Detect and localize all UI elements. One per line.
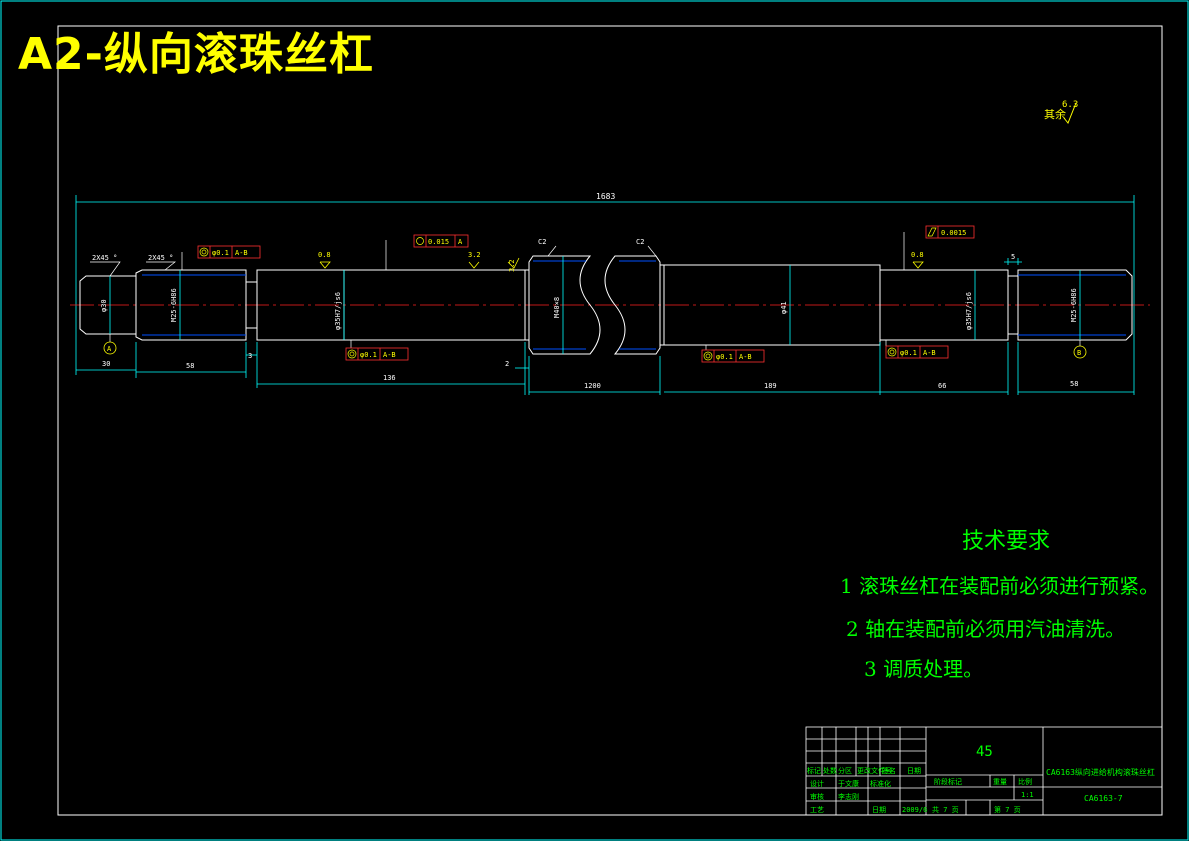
tb-sheet-no: 第 7 页 xyxy=(994,805,1021,814)
tb-row-count: 处数 xyxy=(823,766,837,775)
len-bearing-right-label: 66 xyxy=(938,382,946,390)
overall-length-dim xyxy=(75,195,1135,395)
length-dim-lines xyxy=(76,258,1134,395)
datum-symbols: A B xyxy=(103,334,1087,359)
gap-bearing-label: 2 xyxy=(505,360,509,368)
svg-text:6.3: 6.3 xyxy=(1062,100,1078,110)
tol-coax-mid-ref: A-B xyxy=(383,351,396,359)
tb-drawing-number: CA6163-7 xyxy=(1084,794,1123,803)
shaft-left-thread xyxy=(135,269,247,341)
tb-designer-label: 设计 xyxy=(810,779,824,788)
tb-material: 45 xyxy=(976,744,993,760)
tol-coax-mid-value: φ0.1 xyxy=(360,351,377,359)
datum-a-label: A xyxy=(107,345,112,353)
chamfer-left2-label: 2X45 ° xyxy=(148,254,173,262)
tol-coax-right-ref: A-B xyxy=(923,349,936,357)
rough-08-b-label: 0.8 xyxy=(911,251,924,259)
screw-section-left xyxy=(528,255,601,355)
tol-coax-right-value: φ0.1 xyxy=(900,349,917,357)
gap-right-label: 5 xyxy=(1011,253,1015,261)
tb-weight-label: 重量 xyxy=(993,778,1007,786)
tol-round-ref: A xyxy=(458,238,463,246)
chamfer-c2-right-label: C2 xyxy=(636,238,644,246)
len-bearing-label: 136 xyxy=(383,374,396,382)
leader-lines xyxy=(90,232,905,350)
general-roughness-symbol: 其余 6.3 xyxy=(1044,100,1078,124)
tb-scale-value: 1:1 xyxy=(1021,791,1034,799)
tb-year: 2009/6 xyxy=(902,806,927,814)
datum-b-label: B xyxy=(1077,349,1081,357)
overall-length-label: 1683 xyxy=(596,192,615,201)
tb-designer-name: 于文康 xyxy=(838,779,859,788)
tb-row-change: 更改文件号 xyxy=(857,766,892,775)
tol-coax-collar-ref: A-B xyxy=(739,353,752,361)
tech-requirement-2: 2 轴在装配前必须用汽油清洗。 xyxy=(846,617,1126,641)
gap-left-label: 3 xyxy=(248,352,252,360)
tb-stage-label: 阶段标记 xyxy=(934,777,962,786)
tb-row-sign: 签名 xyxy=(882,766,896,775)
title-block xyxy=(805,726,1163,816)
tol-coax-collar-value: φ0.1 xyxy=(716,353,733,361)
tb-approve-date: 日期 xyxy=(872,806,886,814)
dia-left-end-label: φ30 xyxy=(100,299,108,312)
tb-drawing-name: CA6163纵向进给机构滚珠丝杠 xyxy=(1046,767,1155,777)
tb-row-mark: 标记 xyxy=(807,766,821,775)
dia-collar-label: φ41 xyxy=(780,301,788,314)
tb-scale-label: 比例 xyxy=(1018,777,1032,786)
dia-bearing-right-label: φ35H7/js6 xyxy=(965,292,973,330)
tol-cyl-value: 0.0015 xyxy=(941,229,966,237)
len-screw-label: 1200 xyxy=(584,382,601,390)
diameter-dim-lines xyxy=(109,256,1081,354)
roughness-symbols xyxy=(319,257,924,269)
dia-bearing-left-label: φ35H7/js6 xyxy=(334,292,342,330)
len-thread-right-label: 58 xyxy=(1070,380,1078,388)
dia-screw-label: M40×8 xyxy=(553,297,561,318)
tech-requirement-1: 1 滚珠丝杠在装配前必须进行预紧。 xyxy=(840,574,1160,598)
tol-coax-left-ref: A-B xyxy=(235,249,248,257)
inner-border xyxy=(57,25,1163,816)
len-left-end-label: 30 xyxy=(102,360,110,368)
len-thread-left-label: 58 xyxy=(186,362,194,370)
tolerance-frames xyxy=(197,225,975,363)
tb-checker-label: 审核 xyxy=(810,792,824,801)
thread-lines xyxy=(142,260,1126,350)
rough-08-a-label: 0.8 xyxy=(318,251,331,259)
len-collar-label: 189 xyxy=(764,382,777,390)
tolerance-symbols xyxy=(199,227,937,361)
tech-requirements-heading: 技术要求 xyxy=(962,529,1051,554)
thread-left-label: M25-6H86 xyxy=(170,288,178,322)
rough-32-side-label: 3.2 xyxy=(508,259,516,272)
tb-row-date: 日期 xyxy=(907,767,921,775)
shaft-right-thread xyxy=(1017,269,1133,341)
tol-round-value: 0.015 xyxy=(428,238,449,246)
screw-section-right xyxy=(604,255,661,355)
tb-std-label: 标准化 xyxy=(870,779,891,788)
tb-process-label: 工艺 xyxy=(810,806,824,814)
svg-text:其余: 其余 xyxy=(1044,107,1066,121)
chamfer-left-label: 2X45 ° xyxy=(92,254,117,262)
tech-requirement-3: 3 调质处理。 xyxy=(864,657,984,681)
drawing-title: A2-纵向滚珠丝杠 xyxy=(18,29,374,80)
tb-sheet-total: 共 7 页 xyxy=(932,805,959,814)
rough-32-label: 3.2 xyxy=(468,251,481,259)
tb-row-zone: 分区 xyxy=(838,766,852,775)
tol-coax-left-value: φ0.1 xyxy=(212,249,229,257)
tb-checker-name: 李志刚 xyxy=(838,792,859,801)
thread-right-label: M25-6H86 xyxy=(1070,288,1078,322)
chamfer-c2-left-label: C2 xyxy=(538,238,546,246)
